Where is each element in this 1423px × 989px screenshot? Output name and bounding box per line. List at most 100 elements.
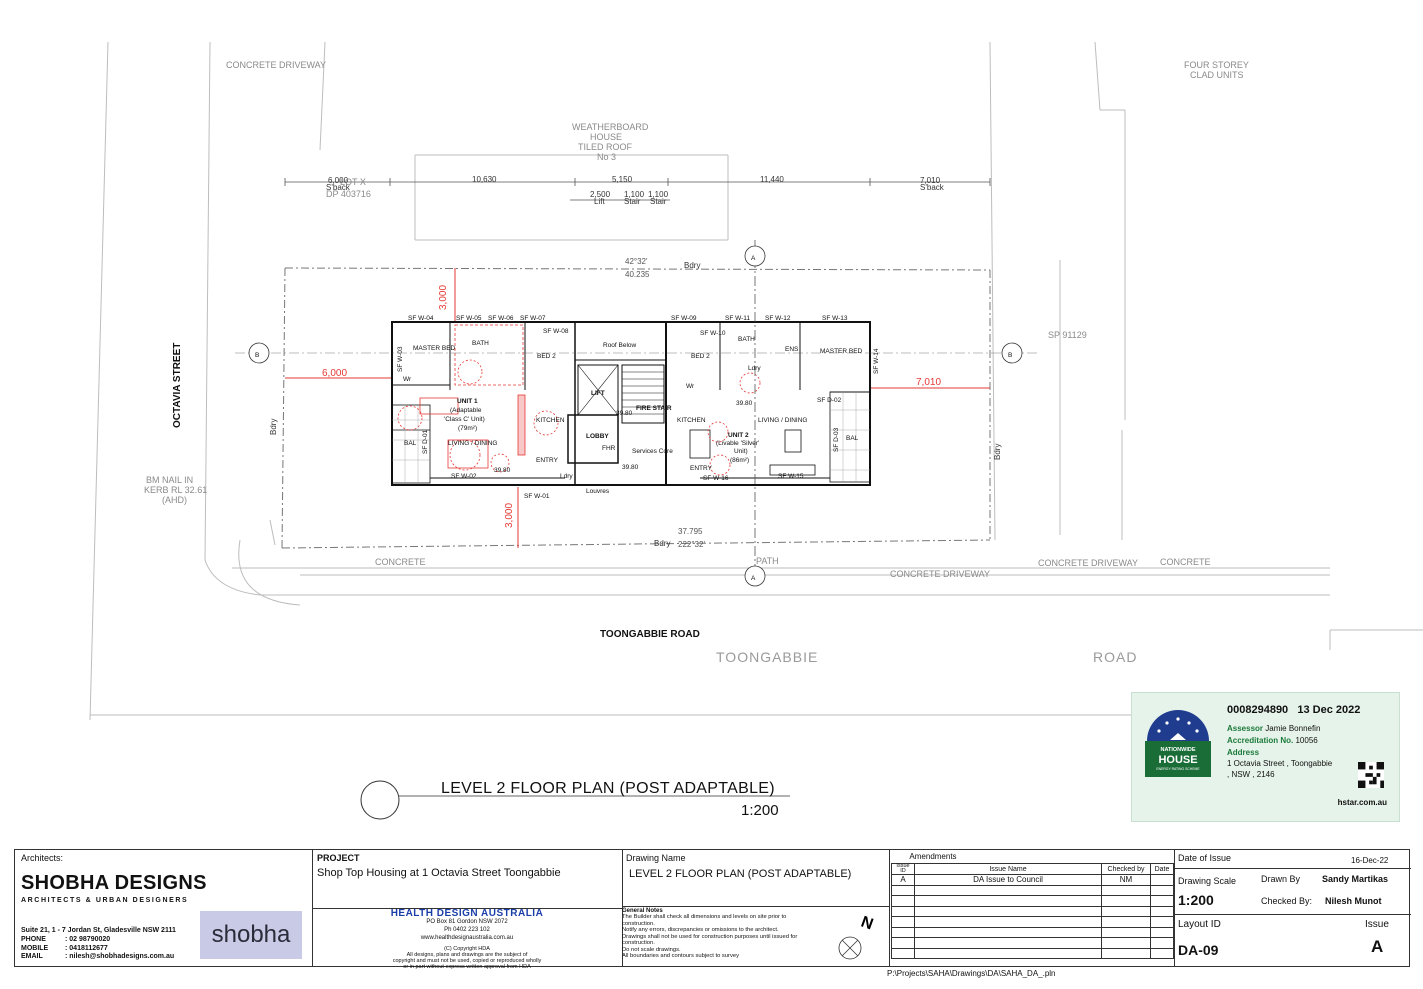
fhr-label: FHR bbox=[602, 445, 616, 452]
dim-north-4: 2,500 bbox=[590, 190, 611, 199]
unit1-name: UNIT 1 bbox=[457, 398, 478, 405]
nathers-certificate: NATIONWIDE HOUSE ENERGY RATING SCHEME 00… bbox=[1131, 692, 1400, 822]
neighbour-east-1: FOUR STOREY bbox=[1184, 60, 1249, 70]
setback-left-label: 6,000 bbox=[322, 368, 347, 379]
checked-label: Checked By: bbox=[1261, 896, 1313, 906]
fire-stair-label: FIRE STAIR bbox=[636, 405, 672, 412]
room-ldry-2: Ldry bbox=[748, 365, 761, 372]
north-letter: N bbox=[859, 913, 876, 933]
room-living-1: LIVING / DINING bbox=[448, 440, 497, 447]
setback-right-label: 7,010 bbox=[916, 377, 941, 388]
am-row-checked: NM bbox=[1101, 874, 1151, 886]
date-label: Date of Issue bbox=[1178, 853, 1232, 863]
hda-block: HEALTH DESIGN AUSTRALIA PO Box 81 Gordon… bbox=[312, 908, 622, 971]
dim-north-4-sub: Lift bbox=[594, 197, 605, 206]
plan-scale: 1:200 bbox=[741, 802, 779, 819]
section-a-top: A bbox=[751, 255, 756, 262]
concrete-driveway-nw: CONCRETE DRIVEWAY bbox=[226, 60, 326, 70]
am-header-checked: Checked by bbox=[1101, 863, 1151, 875]
win-w06: SF W-06 bbox=[488, 315, 514, 322]
note-1: The Builder shall check all dimensions a… bbox=[622, 914, 787, 920]
issue-value: A bbox=[1371, 937, 1384, 956]
dim-north-3: 5,150 bbox=[612, 175, 633, 184]
bearing-south: 222°32' bbox=[678, 540, 705, 549]
road-toongabbie: TOONGABBIE ROAD bbox=[600, 629, 700, 640]
wr-1: Wr bbox=[403, 376, 412, 383]
dim-north-8-sub: S'back bbox=[920, 183, 945, 192]
path-label: PATH bbox=[756, 556, 779, 566]
am-row-id: A bbox=[891, 874, 915, 886]
room-entry-2: ENTRY bbox=[690, 465, 713, 472]
dim-north-8: 7,010 bbox=[920, 176, 941, 185]
project-name: Shop Top Housing at 1 Octavia Street Too… bbox=[317, 867, 561, 879]
site-linework bbox=[89, 41, 1423, 721]
email-value: nilesh@shobhadesigns.com.au bbox=[69, 953, 175, 961]
hda-line3: www.healthdesignaustralia.com.au bbox=[420, 935, 514, 941]
amendments-label: Amendments bbox=[909, 852, 957, 861]
bdry-north: Bdry bbox=[684, 261, 700, 270]
dim-north-1-sub: S'back bbox=[326, 183, 351, 192]
logo-text-3: ENERGY RATING SCHEME bbox=[1156, 767, 1200, 771]
north-dimension-line bbox=[284, 178, 991, 201]
project-label: PROJECT bbox=[317, 853, 360, 863]
section-a-bottom: A bbox=[751, 575, 756, 582]
checked-value: Nilesh Munot bbox=[1325, 896, 1382, 906]
bdry-south: Bdry bbox=[654, 539, 670, 548]
note-3: Notify any errors, discrepancies or omis… bbox=[622, 927, 779, 933]
section-markers bbox=[235, 240, 1040, 587]
door-d03: SF D-03 bbox=[833, 427, 840, 452]
win-w02: SF W-02 bbox=[451, 473, 477, 480]
win-w08: SF W-08 bbox=[543, 328, 569, 335]
issue-label: Issue bbox=[1365, 919, 1389, 930]
hda-copy2: All designs, plans and drawings are the … bbox=[406, 952, 528, 958]
drawn-value: Sandy Martikas bbox=[1322, 874, 1389, 884]
room-kitchen-2: KITCHEN bbox=[677, 417, 706, 424]
address-line-1: 1 Octavia Street , Toongabbie bbox=[1227, 759, 1333, 768]
accreditation-line: Accreditation No. 10056 bbox=[1227, 736, 1318, 745]
win-w14: SF W-14 bbox=[873, 348, 880, 374]
note-4: Drawings shall not be used for construct… bbox=[622, 933, 798, 940]
note-5: construction. bbox=[622, 940, 655, 946]
mobile-value: 0418112677 bbox=[69, 944, 108, 952]
certificate-number: 0008294890 bbox=[1227, 704, 1289, 716]
phone-label: PHONE bbox=[21, 936, 46, 943]
assessor-label: Assessor bbox=[1227, 724, 1264, 733]
scale-label: Drawing Scale bbox=[1178, 876, 1237, 886]
level-stair: 39.80 bbox=[616, 410, 633, 417]
email-label: EMAIL bbox=[21, 953, 43, 961]
win-w01: SF W-01 bbox=[524, 493, 550, 500]
firm-address: Suite 21, 1 - 7 Jordan St, Gladesville N… bbox=[21, 927, 176, 934]
concrete-south-2: CONCRETE bbox=[1160, 557, 1211, 567]
win-w16: SF W-16 bbox=[703, 475, 729, 482]
win-w05: SF W-05 bbox=[456, 315, 482, 322]
street-octavia: OCTAVIA STREET bbox=[172, 343, 183, 428]
services-label: Services Core bbox=[632, 448, 673, 455]
layout-value: DA-09 bbox=[1178, 942, 1219, 958]
assessor-name: Jamie Bonnefin bbox=[1265, 724, 1321, 733]
bdry-west: Bdry bbox=[269, 419, 278, 435]
win-w13: SF W-13 bbox=[822, 315, 848, 322]
room-bed2-2: BED 2 bbox=[691, 353, 710, 360]
qr-code-icon bbox=[1358, 762, 1384, 788]
setback-lines bbox=[285, 268, 990, 548]
level-lobby: 39.80 bbox=[622, 464, 639, 471]
concrete-driveway-se: CONCRETE DRIVEWAY bbox=[1038, 558, 1138, 568]
dim-north-boundary: 40.235 bbox=[625, 270, 650, 279]
hda-line2: Ph 0402 223 102 bbox=[444, 927, 490, 933]
bearing-north: 42°32' bbox=[625, 257, 648, 266]
dim-north-6-sub: Stair bbox=[650, 197, 667, 206]
bm-label-3: (AHD) bbox=[162, 495, 187, 505]
drawing-name-label: Drawing Name bbox=[626, 853, 686, 863]
balcony-hatch bbox=[392, 392, 870, 483]
layout-label: Layout ID bbox=[1178, 919, 1221, 930]
unit2-type: (Livable 'Silver' bbox=[716, 440, 759, 447]
nathers-logo-icon: NATIONWIDE HOUSE ENERGY RATING SCHEME bbox=[1145, 710, 1211, 777]
unit2-name: UNIT 2 bbox=[728, 432, 749, 439]
road-big-1: TOONGABBIE bbox=[716, 649, 818, 665]
dp-north: DP 403716 bbox=[326, 189, 371, 199]
amendments-table: Issue ID Issue Name Checked by Date A DA… bbox=[891, 863, 1174, 959]
drawn-label: Drawn By bbox=[1261, 874, 1301, 884]
win-w10: SF W-10 bbox=[700, 330, 726, 337]
accreditation-label: Accreditation No. bbox=[1227, 736, 1294, 745]
date-value: 16-Dec-22 bbox=[1351, 856, 1389, 865]
